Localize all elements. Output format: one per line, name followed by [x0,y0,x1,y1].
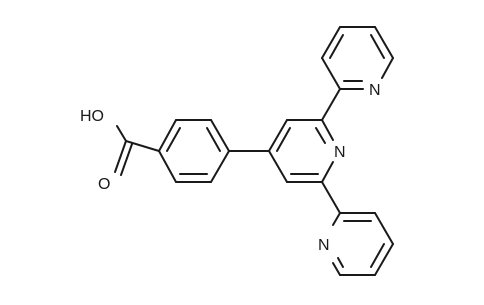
bond-c-oh [116,125,127,142]
bond-central-lower [321,181,341,214]
central-bond-3 [321,119,334,141]
central-bond-6 [268,150,288,183]
carbonyl-oxygen-label: O [98,176,110,193]
lower-bond-3 [374,243,394,276]
lower-pyridine-nitrogen-label: N [318,237,330,254]
central-double-1 [276,127,291,152]
lower-bond-5 [332,262,341,276]
upper-double-2 [370,34,385,59]
upper-pyridine-nitrogen-label: N [369,82,381,99]
upper-double-1 [329,34,344,59]
central-pyridine-ring: N [268,119,346,183]
central-double-3 [315,127,326,144]
bond-c-o-double-1 [114,140,127,173]
lower-pyridine-ring: N [318,212,394,276]
upper-bond-1 [321,57,341,90]
upper-bond-4 [374,26,394,59]
upper-bond-5 [381,57,394,79]
lower-bond-6 [332,212,341,226]
benzene-ring [158,119,230,183]
benzene-double-2 [206,127,221,152]
central-bond-1 [268,119,288,152]
central-bond-4 [321,161,334,183]
benzene-bond-4 [210,150,230,183]
benzene-bond-3 [210,119,230,152]
bond-c-o-double-2 [120,143,133,176]
bond-c-ring [125,140,160,152]
bond-central-upper [321,88,341,121]
benzene-double-1 [166,127,181,152]
benzene-bond-1 [158,119,177,152]
lower-double-2 [370,243,385,268]
upper-bond-2 [321,26,341,59]
carboxyl-group: HO O [80,108,160,193]
central-pyridine-nitrogen-label: N [334,144,346,161]
benzene-bond-6 [158,150,177,183]
hydroxyl-label: HO [80,108,104,125]
upper-pyridine-ring: N [321,26,394,99]
lower-double-3 [337,257,344,268]
lower-bond-2 [374,212,394,245]
